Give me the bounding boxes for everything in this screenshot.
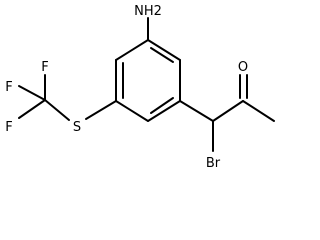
ring-ch-bond xyxy=(179,100,214,122)
sulfur-label: S xyxy=(73,120,81,135)
molecule-structure: NH2 O Br S F F F xyxy=(5,4,275,171)
ring-double-bond xyxy=(150,47,174,63)
ring-bond xyxy=(115,100,149,122)
c-f-bond xyxy=(18,99,46,119)
ch-carbonyl-bond xyxy=(212,100,244,122)
ring-bond xyxy=(147,39,181,61)
fluorine-label: F xyxy=(5,120,12,135)
fluorine-label: F xyxy=(41,60,48,75)
ring-bond xyxy=(147,100,181,122)
c-f-bond xyxy=(18,85,46,101)
carbonyl-methyl-bond xyxy=(242,100,275,122)
benzene-ring xyxy=(115,39,181,122)
amine-label: NH2 xyxy=(134,4,162,19)
bromine-label: Br xyxy=(206,156,221,171)
s-c-bond xyxy=(44,99,70,121)
ring-s-bond xyxy=(85,100,117,120)
fluorine-label: F xyxy=(5,80,12,95)
ring-bond xyxy=(115,39,149,61)
oxygen-label: O xyxy=(238,60,248,75)
ring-double-bond xyxy=(150,97,174,114)
